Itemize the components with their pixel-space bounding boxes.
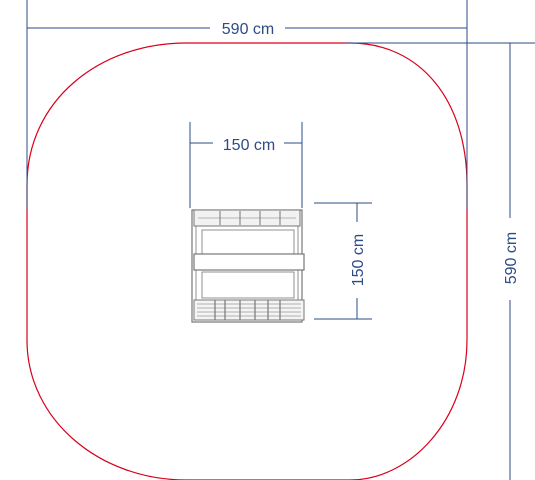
equipment-width-label: 150 cm <box>223 137 275 154</box>
equipment-width-dimension <box>189 122 303 208</box>
total-width-label: 590 cm <box>222 21 274 38</box>
total-depth-dimension <box>345 42 535 480</box>
total-depth-label: 590 cm <box>503 232 520 284</box>
total-width-dimension <box>26 0 468 210</box>
equipment-depth-label: 150 cm <box>350 234 367 286</box>
equipment-top-view <box>191 209 305 323</box>
equipment-depth-dimension <box>314 202 372 320</box>
